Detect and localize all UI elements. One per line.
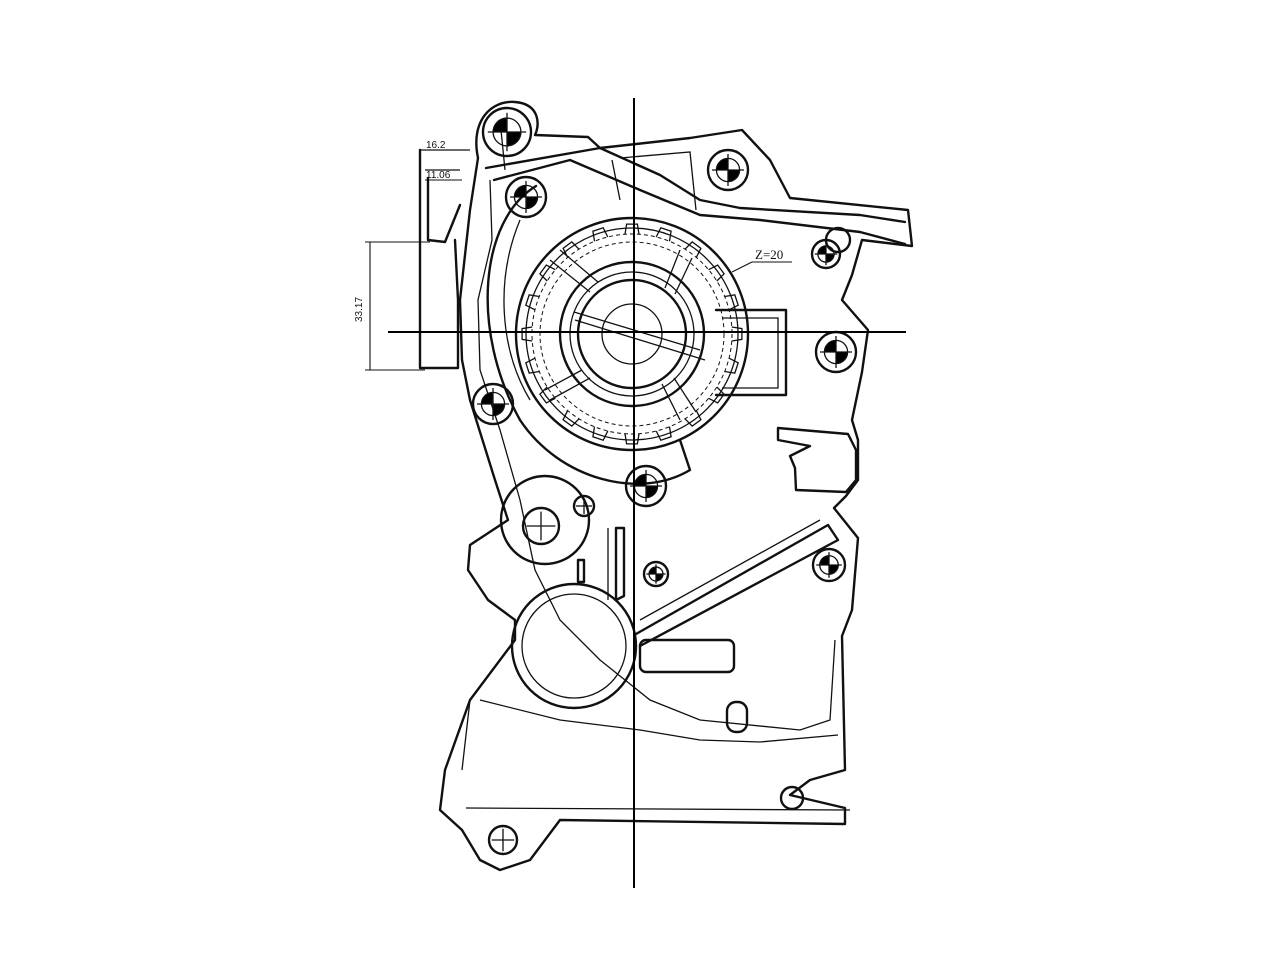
gear-tooth	[525, 357, 540, 374]
dimension-16-2: 16.2	[426, 140, 446, 151]
gear-tooth	[539, 264, 556, 282]
lower-cavity	[461, 226, 858, 811]
gear-teeth	[521, 223, 743, 445]
bolt-hole	[572, 494, 596, 518]
gear-tooth	[562, 410, 580, 427]
bolt-hole	[642, 560, 670, 588]
gear-tooth	[592, 426, 609, 441]
gear-tooth-count-label: Z=20	[755, 247, 783, 262]
gear-tooth	[624, 433, 640, 445]
bolt-hole	[814, 330, 858, 374]
bolt-hole	[487, 824, 519, 856]
gear-tooth	[708, 264, 725, 282]
gear-tooth	[655, 227, 672, 242]
dimension-11-06: 11.06	[426, 170, 451, 181]
gear-tooth	[592, 227, 609, 242]
dimension-annotations: 16.2 11.06 33.17	[354, 140, 470, 371]
gear-tooth	[708, 386, 725, 404]
gear-tooth	[562, 241, 580, 258]
bolt-holes	[471, 106, 858, 856]
housing-outline	[438, 100, 914, 872]
bolt-hole	[471, 382, 515, 426]
gear-tooth	[525, 294, 540, 311]
gear-tooth	[655, 426, 672, 441]
left-tab	[418, 148, 470, 370]
bolt-hole	[481, 106, 533, 158]
bolt-hole	[706, 148, 750, 192]
gear-tooth	[684, 410, 702, 427]
gear-assembly: Z=20	[486, 184, 792, 485]
gear-tooth	[521, 326, 533, 342]
dimension-33-17: 33.17	[354, 297, 365, 322]
gear-tooth	[724, 357, 739, 374]
bolt-hole	[811, 547, 847, 583]
bolt-hole	[624, 464, 668, 508]
top-rail	[484, 146, 907, 246]
bolt-hole	[810, 238, 842, 270]
center-lines	[388, 98, 906, 888]
gear-tooth	[724, 294, 739, 311]
gear-tooth	[684, 241, 702, 258]
gear-tooth	[539, 386, 556, 404]
gear-tooth	[731, 326, 743, 342]
gear-tooth	[624, 223, 640, 235]
bolt-hole	[521, 506, 561, 546]
bolt-hole	[504, 175, 548, 219]
